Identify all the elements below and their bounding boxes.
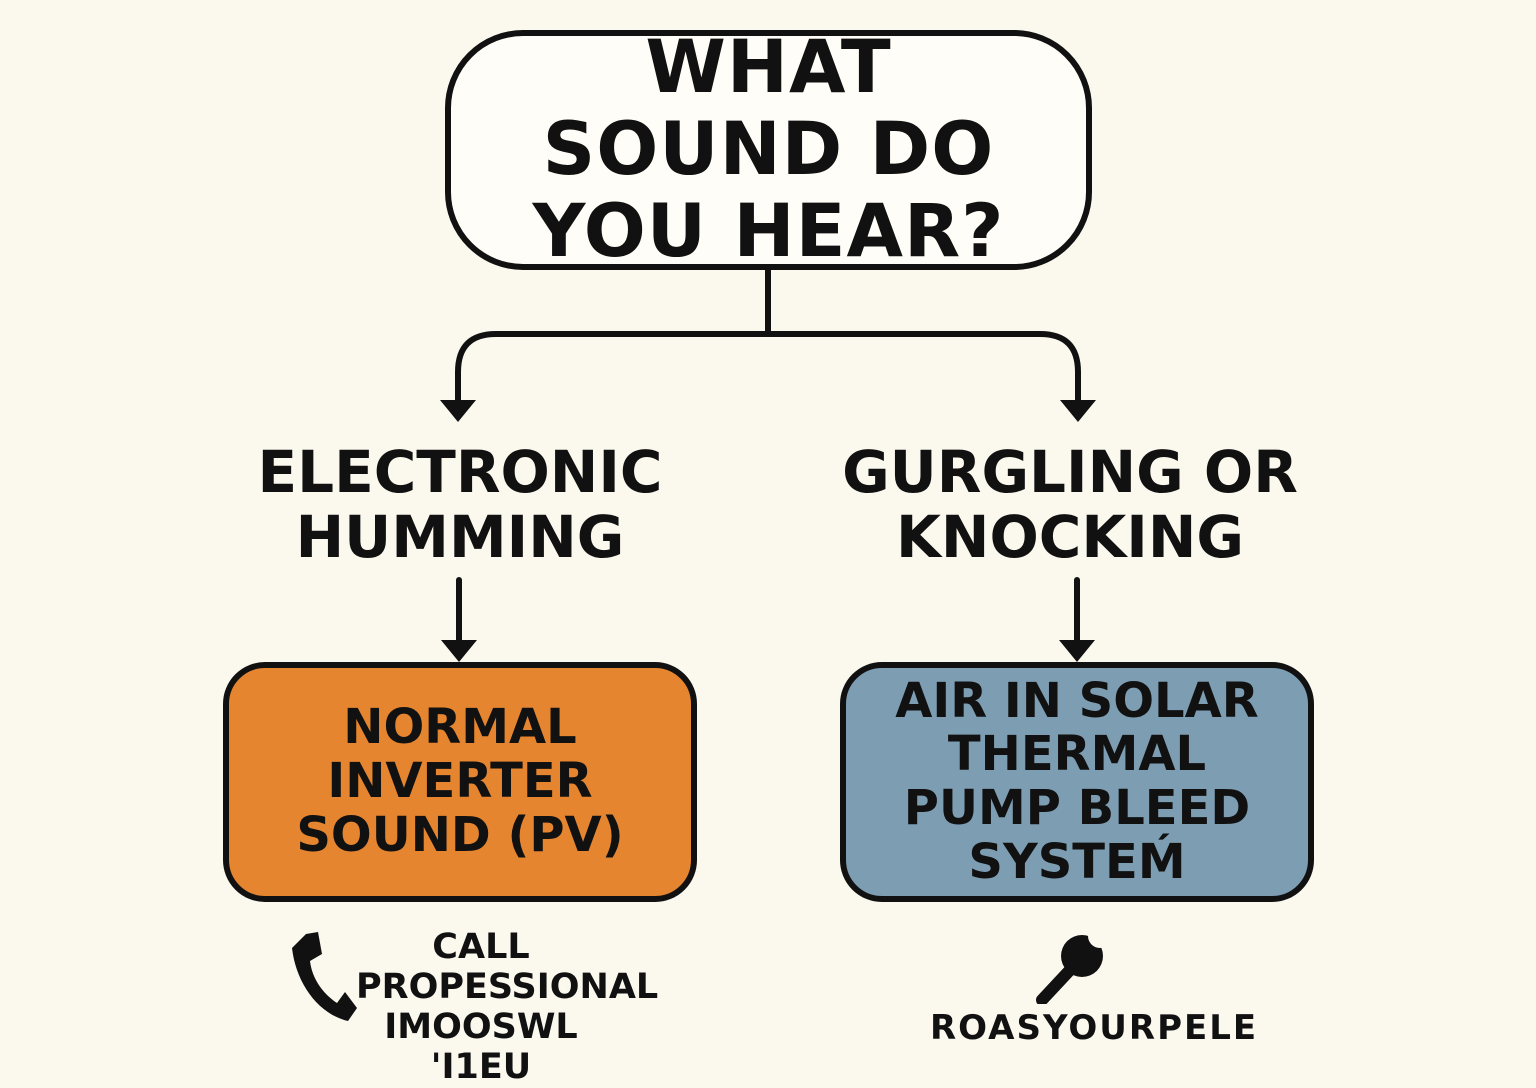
action-text-line: IMOOSWL 'I1EU — [384, 1006, 578, 1087]
action-text-line: CALL — [432, 927, 530, 967]
flowchart-canvas: WHAT SOUND DO YOU HEAR? ELECTRONIC HUMMI… — [223, 25, 1314, 1087]
arrow-head-right-top — [1060, 400, 1096, 422]
action-text-line: PROPESSIONAL — [356, 966, 659, 1007]
action-text-do-it-yourself: ROASYOURPELE — [930, 1008, 1259, 1048]
result-text-air-in-solar-thermal: AIR IN SOLAR THERMAL PUMP BLEED SYSTEḾ — [895, 672, 1259, 890]
wrench-icon — [1036, 928, 1112, 1004]
arrow-head-left-top — [440, 400, 476, 422]
question-box: WHAT SOUND DO YOU HEAR? — [445, 25, 1092, 274]
question-text: WHAT SOUND DO YOU HEAR? — [532, 25, 1005, 274]
result-text-normal-inverter: NORMAL INVERTER SOUND (PV) — [296, 699, 624, 863]
result-box-air-in-solar-thermal: AIR IN SOLAR THERMAL PUMP BLEED SYSTEḾ — [840, 662, 1314, 902]
branch-label-gurgling-or-knocking: GURGLING OR KNOCKING — [842, 438, 1298, 571]
flowchart-connectors — [440, 267, 1096, 662]
connector-split — [455, 331, 1081, 403]
result-box-normal-inverter: NORMAL INVERTER SOUND (PV) — [223, 662, 697, 902]
branch-label-electronic-humming: ELECTRONIC HUMMING — [257, 438, 663, 571]
arrow-head-left-bottom — [441, 640, 477, 662]
arrow-head-right-bottom — [1059, 640, 1095, 662]
phone-icon — [292, 932, 357, 1021]
action-text-call-professional: CALL PROPESSIONAL IMOOSWL 'I1EU — [356, 927, 659, 1088]
